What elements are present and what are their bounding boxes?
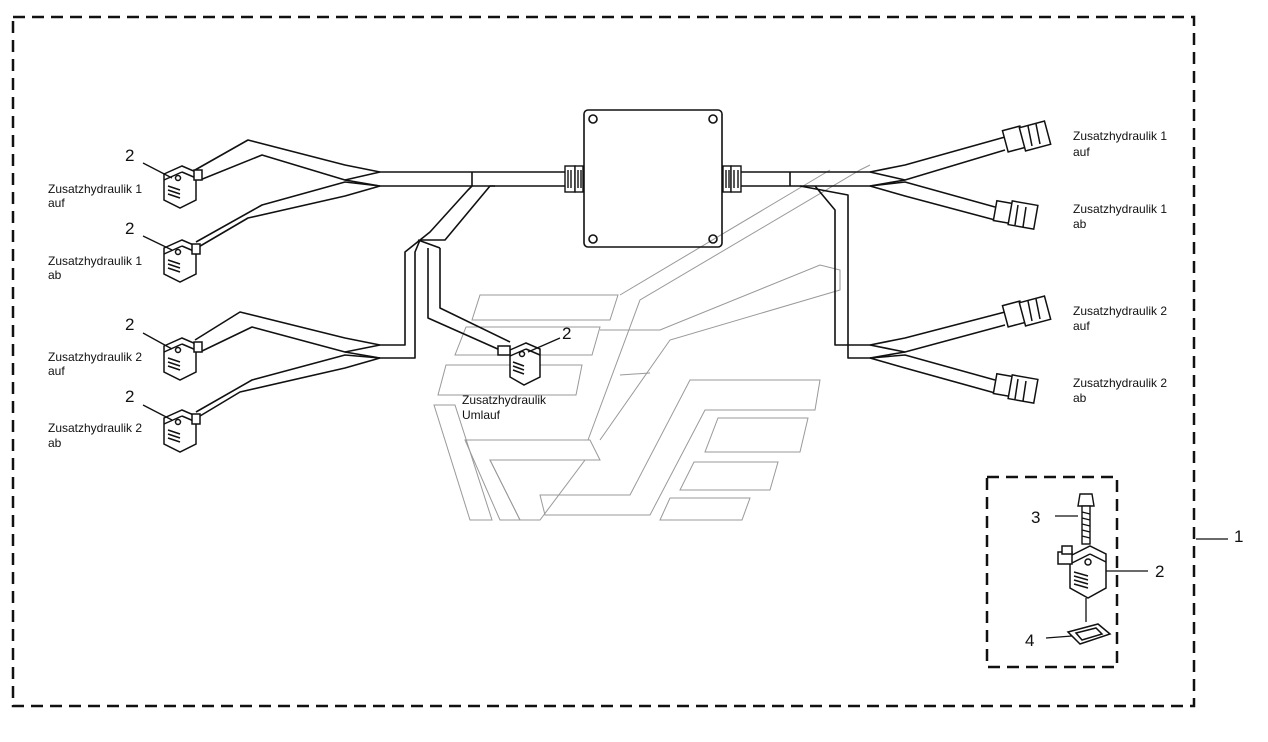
ref-number-3-screw: 3 — [1031, 508, 1041, 527]
plug-connector-right-1-auf — [1001, 120, 1052, 153]
left-harness — [189, 139, 565, 423]
plug-connector-right-1-ab — [992, 199, 1039, 230]
valve-connector-left-2-auf — [163, 337, 203, 381]
ref-number-2-left-2: 2 — [125, 219, 135, 238]
ref-number-1-assembly: 1 — [1234, 527, 1244, 546]
label-right-4-line2: ab — [1073, 391, 1087, 405]
valve-connector-left-1-ab — [163, 239, 201, 283]
junction-box — [583, 109, 723, 248]
label-left-3-line2: auf — [48, 364, 65, 378]
ref-number-2-center: 2 — [562, 324, 572, 343]
plug-connector-right-2-auf — [1001, 295, 1052, 328]
right-harness — [741, 136, 1006, 394]
label-right-4-line1: Zusatzhydraulik 2 — [1073, 376, 1168, 390]
ref-number-2-detail: 2 — [1155, 562, 1165, 581]
label-left-3-line1: Zusatzhydraulik 2 — [48, 350, 143, 364]
assembly-border — [11, 15, 1196, 708]
label-right-2-line2: ab — [1073, 217, 1087, 231]
detail-box — [985, 475, 1228, 669]
screw-icon — [1077, 493, 1095, 545]
ref-number-2-left-4: 2 — [125, 387, 135, 406]
label-right-1-line1: Zusatzhydraulik 1 — [1073, 129, 1168, 143]
label-center-line2: Umlauf — [462, 408, 501, 422]
label-left-1-line2: auf — [48, 196, 65, 210]
seal-gasket-icon — [1066, 623, 1112, 645]
label-left-4-line1: Zusatzhydraulik 2 — [48, 421, 143, 435]
label-right-1-line2: auf — [1073, 145, 1090, 159]
plug-connector-right-2-ab — [992, 372, 1039, 404]
label-right-3-line1: Zusatzhydraulik 2 — [1073, 304, 1168, 318]
cable-gland-left — [564, 165, 584, 193]
label-center-line1: Zusatzhydraulik — [462, 393, 547, 407]
leader-lines — [142, 162, 561, 421]
label-left-4-line2: ab — [48, 436, 62, 450]
valve-connector-left-1-auf — [163, 165, 203, 209]
ref-number-2-left-1: 2 — [125, 146, 135, 165]
cable-gland-right — [722, 165, 742, 193]
valve-connector-umlauf — [497, 342, 541, 386]
label-left-2-line2: ab — [48, 268, 62, 282]
label-left-1-line1: Zusatzhydraulik 1 — [48, 182, 143, 196]
tractor-background-outline — [433, 164, 871, 521]
connector-detail-icon — [1057, 545, 1107, 599]
valve-connector-left-2-ab — [163, 409, 201, 453]
label-left-2-line1: Zusatzhydraulik 1 — [48, 254, 143, 268]
label-right-2-line1: Zusatzhydraulik 1 — [1073, 202, 1168, 216]
ref-number-2-left-3: 2 — [125, 315, 135, 334]
label-right-3-line2: auf — [1073, 319, 1090, 333]
ref-number-4-seal: 4 — [1025, 631, 1035, 650]
